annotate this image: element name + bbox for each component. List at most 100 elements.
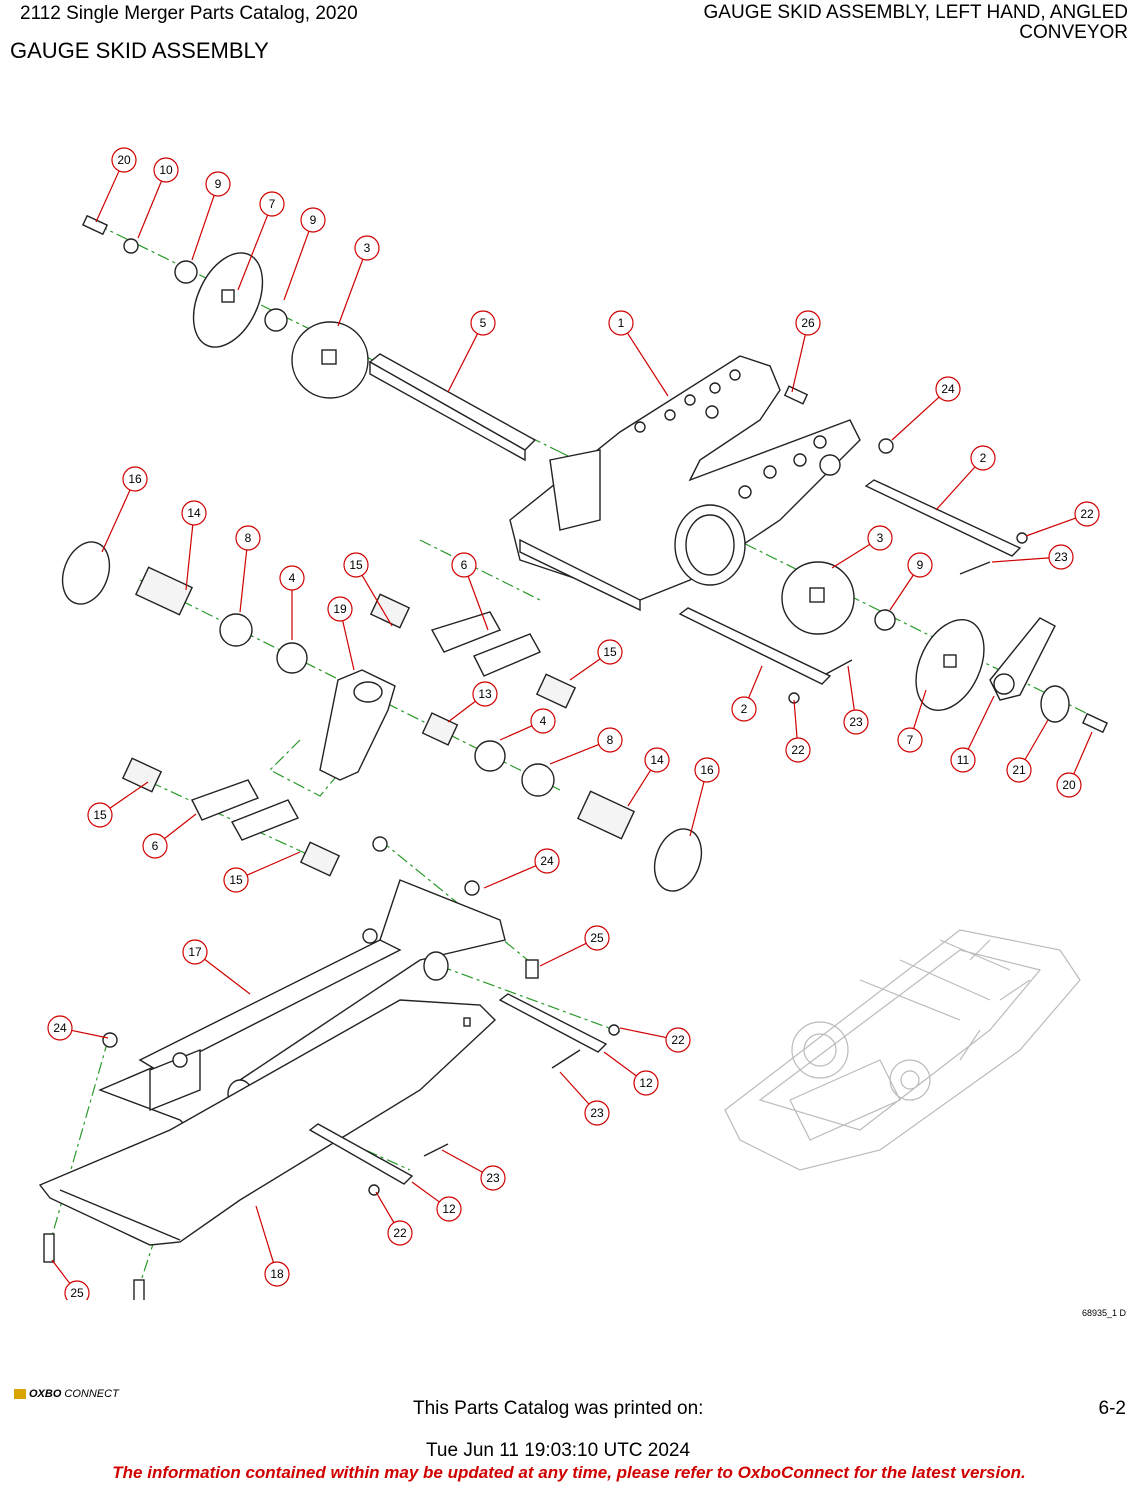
callout-leader xyxy=(361,575,393,627)
disclaimer-note: The information contained within may be … xyxy=(112,1463,1026,1482)
callout-circle xyxy=(935,376,961,402)
callout-leader xyxy=(793,699,798,739)
callout-number: 23 xyxy=(486,1171,500,1185)
arm-part-11 xyxy=(989,617,1056,701)
callout-circle xyxy=(153,157,179,183)
callout-leader xyxy=(1073,731,1093,775)
callout-leader xyxy=(967,695,995,750)
callout-2: 2 xyxy=(935,445,996,511)
callout-22: 22 xyxy=(619,1027,691,1053)
callout-circle xyxy=(530,708,556,734)
pins-part-2 xyxy=(678,479,1022,685)
callout-circle xyxy=(87,802,113,828)
callout-leader xyxy=(237,214,269,291)
callout-number: 23 xyxy=(1054,550,1068,564)
callout-number: 9 xyxy=(917,558,924,572)
callout-leader xyxy=(191,195,215,261)
printed-on-label: This Parts Catalog was printed on: xyxy=(413,1398,704,1419)
callout-20: 20 xyxy=(95,147,137,223)
callout-number: 16 xyxy=(128,472,142,486)
callout-circle xyxy=(897,727,923,753)
callout-circle xyxy=(47,1015,73,1041)
callout-circle xyxy=(343,552,369,578)
reference-assembly-ghost xyxy=(724,929,1081,1171)
oxbo-logo-icon xyxy=(14,1389,26,1399)
callout-circle xyxy=(1006,757,1032,783)
callout-leader xyxy=(447,333,479,393)
callout-circle xyxy=(785,737,811,763)
callout-leader xyxy=(831,543,871,569)
callout-26: 26 xyxy=(791,310,821,393)
callout-leader xyxy=(71,1029,109,1039)
callout-leader xyxy=(441,1149,483,1173)
callout-number: 21 xyxy=(1012,763,1026,777)
callout-circle xyxy=(279,565,305,591)
callout-number: 22 xyxy=(791,743,805,757)
callout-leader xyxy=(891,396,940,441)
callout-circle xyxy=(907,552,933,578)
callout-15: 15 xyxy=(87,781,149,828)
page-number: 6-2 xyxy=(1098,1398,1126,1419)
callout-circle xyxy=(1056,772,1082,798)
callout-leader xyxy=(337,259,364,327)
callout-circle xyxy=(665,1027,691,1053)
logo-light-text: CONNECT xyxy=(64,1388,119,1400)
callout-number: 9 xyxy=(310,213,317,227)
callout-22: 22 xyxy=(1025,501,1100,537)
callout-number: 2 xyxy=(741,702,748,716)
callout-circle xyxy=(584,1100,610,1126)
callout-number: 13 xyxy=(478,687,492,701)
callout-21: 21 xyxy=(1006,719,1049,783)
callout-10: 10 xyxy=(137,157,179,239)
callout-23: 23 xyxy=(441,1149,506,1191)
callout-leader xyxy=(539,942,587,967)
callout-6: 6 xyxy=(142,813,197,859)
callout-number: 22 xyxy=(1080,507,1094,521)
callout-number: 15 xyxy=(349,558,363,572)
callout-circle xyxy=(843,709,869,735)
callout-19: 19 xyxy=(327,596,355,671)
callout-circle xyxy=(584,925,610,951)
callout-12: 12 xyxy=(411,1181,462,1222)
callout-14: 14 xyxy=(181,500,207,591)
callout-circle xyxy=(387,1220,413,1246)
callout-5: 5 xyxy=(447,310,496,393)
callout-circle xyxy=(142,833,168,859)
print-date: Tue Jun 11 19:03:10 UTC 2024 xyxy=(426,1440,691,1461)
callout-number: 14 xyxy=(650,753,664,767)
callout-25: 25 xyxy=(51,1259,90,1300)
callout-leader xyxy=(375,1191,395,1223)
callout-number: 15 xyxy=(603,645,617,659)
callout-leader xyxy=(935,466,976,511)
callout-number: 23 xyxy=(849,715,863,729)
callout-15: 15 xyxy=(223,851,301,893)
callout-number: 11 xyxy=(957,753,970,767)
callout-leader xyxy=(185,524,194,591)
callout-4: 4 xyxy=(499,708,556,741)
callout-circle xyxy=(731,696,757,722)
callout-16: 16 xyxy=(101,466,148,553)
callout-3: 3 xyxy=(831,525,893,569)
callout-circle xyxy=(181,500,207,526)
links-part-6 xyxy=(191,611,541,841)
callout-23: 23 xyxy=(843,665,869,735)
callout-leader xyxy=(627,769,652,807)
callout-leader xyxy=(51,1259,71,1284)
callout-number: 4 xyxy=(540,714,547,728)
callout-11: 11 xyxy=(950,695,995,773)
disc-part-7-lower xyxy=(915,618,985,712)
callout-13: 13 xyxy=(447,681,498,723)
callout-leader xyxy=(889,574,914,611)
callout-leader xyxy=(569,658,601,681)
callout-leader xyxy=(204,958,251,995)
callout-6: 6 xyxy=(451,552,489,631)
callout-8: 8 xyxy=(235,525,261,613)
callout-number: 22 xyxy=(671,1033,685,1047)
callout-number: 16 xyxy=(700,763,714,777)
bolts xyxy=(81,214,1109,734)
callout-leader xyxy=(626,332,669,397)
callout-circle xyxy=(327,596,353,622)
callout-4: 4 xyxy=(279,565,305,640)
